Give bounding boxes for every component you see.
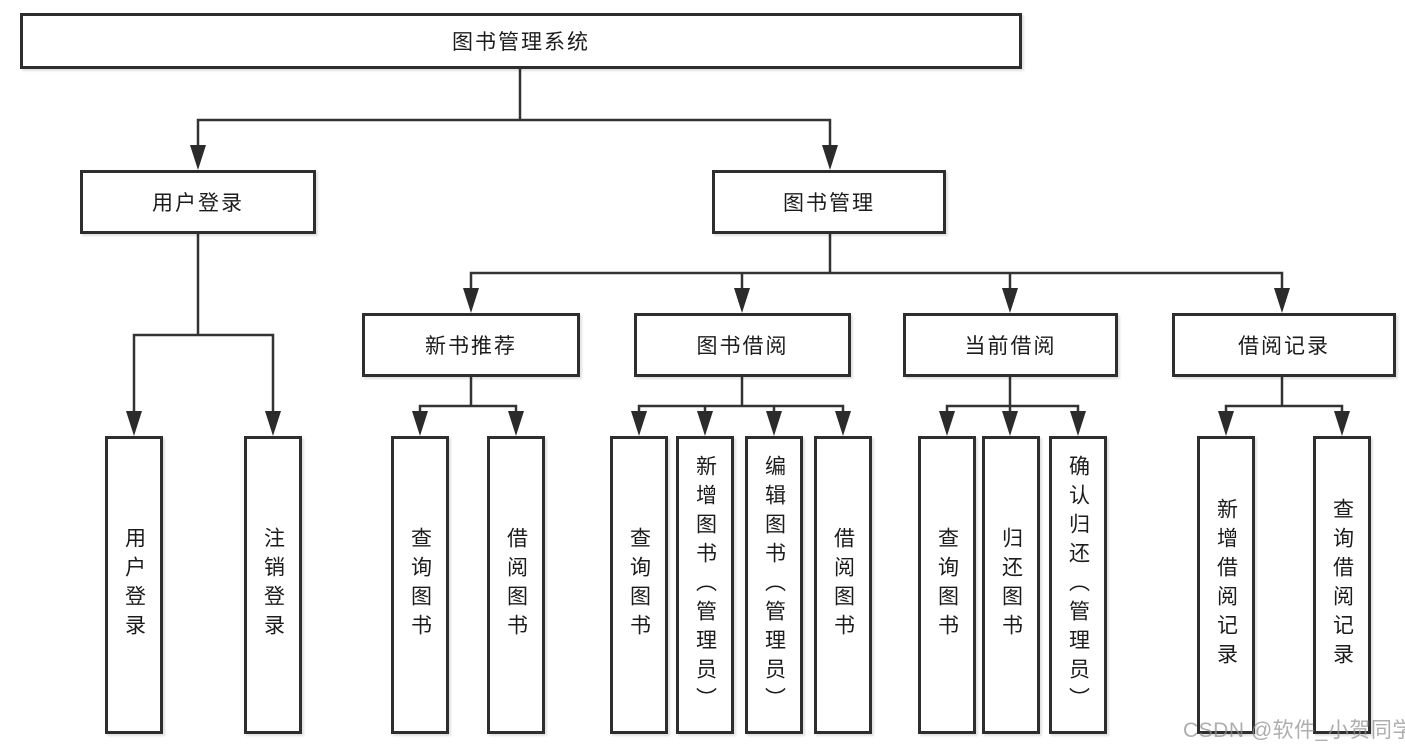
leaf-logout: 注销登录 — [244, 436, 302, 734]
node-user-login: 用户登录 — [80, 170, 316, 234]
watermark: CSDN @软件_小贺同学 — [1183, 719, 1405, 742]
leaf-user-login: 用户登录 — [105, 436, 163, 734]
node-library-system: 图书管理系统 — [20, 13, 1022, 69]
leaf-add-borrow-record: 新增借阅记录 — [1197, 436, 1255, 734]
leaf-return-book: 归还图书 — [982, 436, 1040, 734]
leaf-borrow-books-borrowing: 借阅图书 — [814, 436, 872, 734]
node-book-management: 图书管理 — [712, 170, 946, 234]
leaf-query-books-recommend: 查询图书 — [391, 436, 449, 734]
leaf-add-book-admin: 新增图书（管理员） — [676, 436, 734, 734]
node-current-borrowing: 当前借阅 — [903, 313, 1118, 377]
node-new-book-recommend: 新书推荐 — [362, 313, 580, 377]
leaf-confirm-return-admin: 确认归还（管理员） — [1049, 436, 1107, 734]
node-borrowing-records: 借阅记录 — [1172, 313, 1396, 377]
leaf-query-borrow-record: 查询借阅记录 — [1313, 436, 1371, 734]
leaf-query-books-borrowing: 查询图书 — [610, 436, 668, 734]
leaf-borrow-books-recommend: 借阅图书 — [487, 436, 545, 734]
leaf-query-books-current: 查询图书 — [918, 436, 976, 734]
node-book-borrowing: 图书借阅 — [634, 313, 851, 377]
leaf-edit-book-admin: 编辑图书（管理员） — [745, 436, 803, 734]
